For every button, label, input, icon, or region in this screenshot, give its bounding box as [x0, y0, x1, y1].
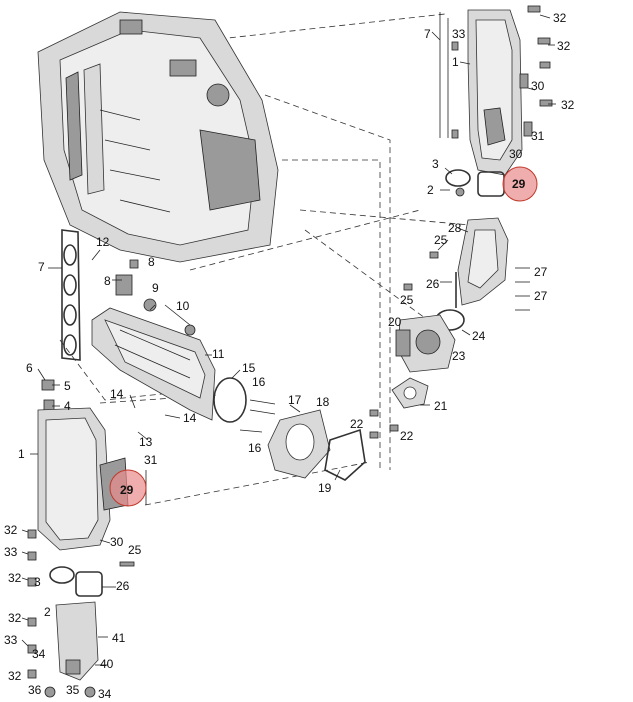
callout-c16-b: 16 — [248, 441, 262, 455]
left-sensor-stack — [41, 229, 196, 415]
upper-gasket-set — [445, 169, 505, 197]
callout-c30-a: 30 — [531, 79, 545, 93]
callout-c18: 18 — [316, 395, 330, 409]
highlight-circle-29-lower — [109, 469, 147, 507]
callout-c27-a: 27 — [534, 265, 548, 279]
callout-c3-a: 3 — [432, 157, 439, 171]
intake-duct — [91, 307, 247, 423]
callout-c21: 21 — [434, 399, 448, 413]
callout-c36: 36 — [28, 683, 42, 697]
callout-c32-e: 32 — [8, 571, 22, 585]
callout-c14-b: 14 — [183, 411, 197, 425]
throttle-body — [395, 314, 456, 373]
callout-c8-a: 8 — [148, 255, 155, 269]
lower-left-small-parts — [27, 529, 103, 698]
callout-c29-b: 29 — [120, 483, 134, 497]
callout-c1-a: 1 — [452, 55, 459, 69]
callout-c3-b: 3 — [34, 575, 41, 589]
callout-c13: 13 — [139, 435, 153, 449]
callout-c9: 9 — [152, 281, 159, 295]
callout-c32-a: 32 — [553, 11, 567, 25]
callout-c20: 20 — [388, 315, 402, 329]
callout-c23: 23 — [452, 349, 466, 363]
callout-c34-b: 34 — [98, 687, 112, 701]
callout-c7-b: 7 — [38, 260, 45, 274]
gasket-21 — [391, 377, 429, 409]
callout-c26-a: 26 — [426, 277, 440, 291]
callout-c25-c: 25 — [128, 543, 142, 557]
callout-c25-b: 25 — [400, 293, 414, 307]
callout-c16-a: 16 — [252, 375, 266, 389]
callout-c32-b: 32 — [557, 39, 571, 53]
engine-block — [37, 11, 279, 263]
callout-c22-a: 22 — [350, 417, 364, 431]
callout-c33-a: 33 — [452, 27, 466, 41]
callout-c22-b: 22 — [400, 429, 414, 443]
callout-c27-b: 27 — [534, 289, 548, 303]
callout-c2-a: 2 — [427, 183, 434, 197]
callout-c7-a: 7 — [424, 27, 431, 41]
highlight-circle-29-upper — [502, 166, 538, 202]
callout-c2-b: 2 — [44, 605, 51, 619]
callout-c15: 15 — [242, 361, 256, 375]
callout-c26-b: 26 — [116, 579, 130, 593]
callout-c32-g: 32 — [8, 669, 22, 683]
callout-c25-a: 25 — [434, 233, 448, 247]
callout-c34-a: 34 — [32, 647, 46, 661]
callout-c14-a: 14 — [110, 387, 124, 401]
callout-c32-f: 32 — [8, 611, 22, 625]
callout-c32-c: 32 — [561, 98, 575, 112]
callout-c4: 4 — [64, 399, 71, 413]
callout-c10: 10 — [176, 299, 190, 313]
callout-c19: 19 — [318, 481, 332, 495]
throttle-body-18 — [267, 409, 366, 481]
callout-c5: 5 — [64, 379, 71, 393]
callout-c41: 41 — [112, 631, 126, 645]
callout-c33-b: 33 — [4, 545, 18, 559]
callout-c35: 35 — [66, 683, 80, 697]
callout-c8-b: 8 — [104, 274, 111, 288]
right-throttle-housing — [435, 217, 509, 331]
callout-c6: 6 — [26, 361, 33, 375]
callout-c30-c: 30 — [110, 535, 124, 549]
callout-c31-b: 31 — [144, 453, 158, 467]
callout-c11: 11 — [212, 347, 225, 361]
callout-c32-d: 32 — [4, 523, 18, 537]
callout-c1-b: 1 — [18, 447, 25, 461]
callout-c29-a: 29 — [512, 177, 526, 191]
callout-c17: 17 — [288, 393, 302, 407]
upper-right-manifold — [439, 9, 523, 176]
callout-c12: 12 — [96, 235, 110, 249]
callout-leaders — [21, 14, 556, 666]
callout-c40: 40 — [100, 657, 114, 671]
loose-bolts — [119, 251, 530, 567]
callout-c33-c: 33 — [4, 633, 18, 647]
upper-right-fasteners — [451, 5, 553, 139]
callout-c30-b: 30 — [509, 147, 523, 161]
callout-c31-a: 31 — [531, 129, 545, 143]
callout-c28: 28 — [448, 221, 462, 235]
callout-c24: 24 — [472, 329, 486, 343]
